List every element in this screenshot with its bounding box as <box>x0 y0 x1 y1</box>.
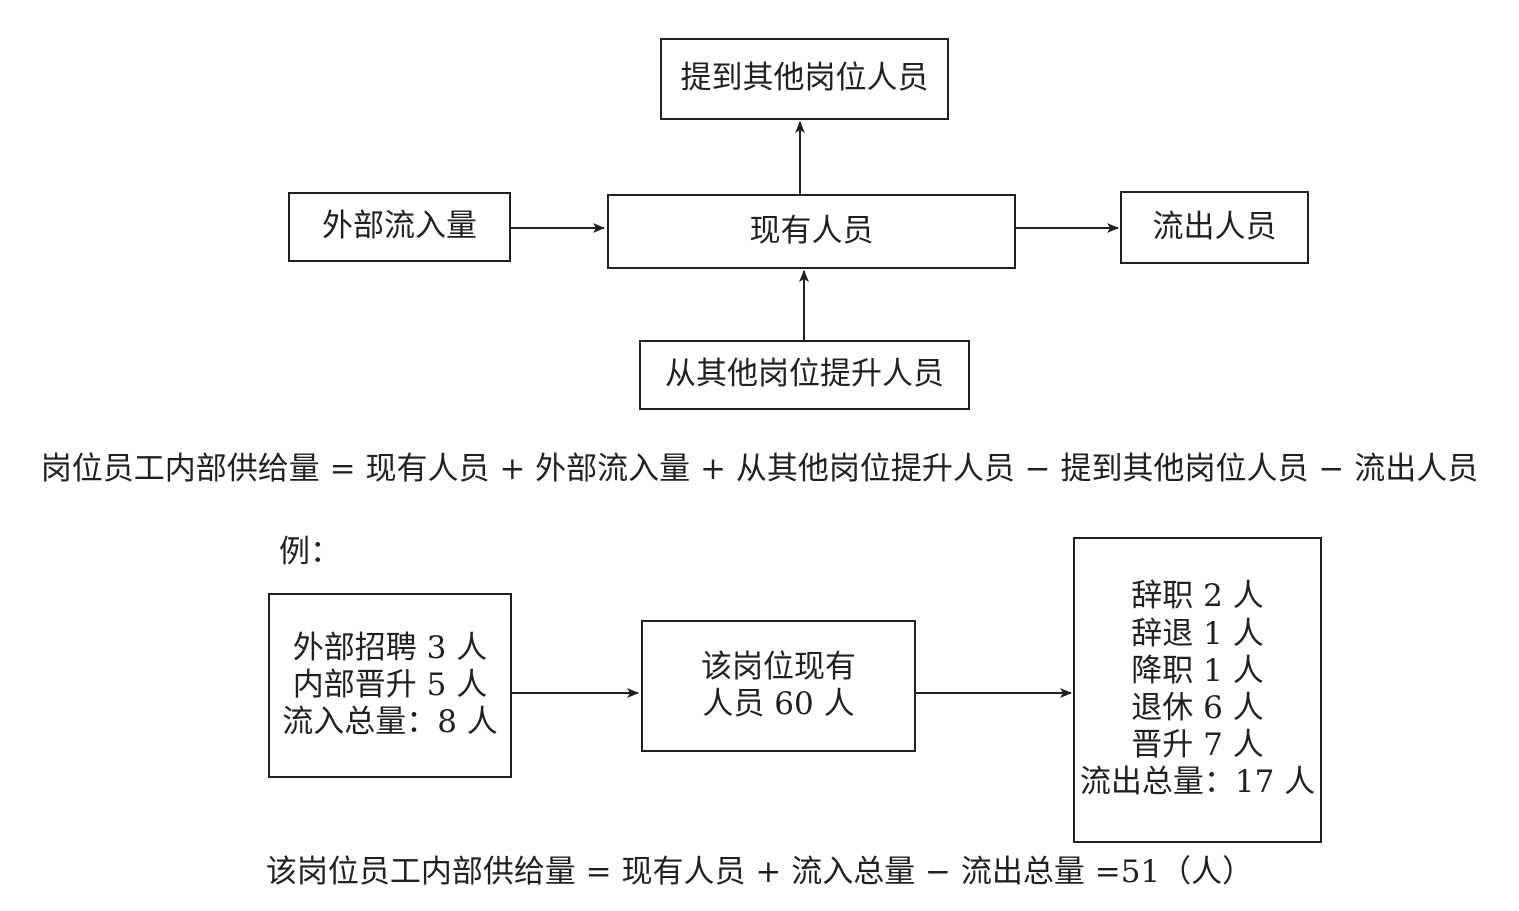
promoted-to-other-label: 提到其他岗位人员 <box>680 60 929 97</box>
outflow-label: 流出人员 <box>1152 208 1277 245</box>
example-inflow-box: 外部招聘 3 人 内部晋升 5 人 流入总量：8 人 <box>268 593 512 778</box>
external-inflow-box: 外部流入量 <box>288 192 511 262</box>
inflow-line: 内部晋升 5 人 <box>292 666 488 703</box>
inflow-total-line: 流入总量：8 人 <box>282 704 498 741</box>
outflow-line: 辞职 2 人 <box>1131 578 1264 615</box>
current-staff-box: 现有人员 <box>607 194 1016 269</box>
promoted-from-other-box: 从其他岗位提升人员 <box>639 340 970 410</box>
outflow-line: 降职 1 人 <box>1131 652 1264 689</box>
example-label: 例： <box>279 534 341 570</box>
outflow-line: 退休 6 人 <box>1131 690 1264 726</box>
outflow-line: 辞退 1 人 <box>1131 615 1264 652</box>
example-outflow-box: 辞职 2 人 辞退 1 人 降职 1 人 退休 6 人 晋升 7 人 流出总量：… <box>1073 537 1322 843</box>
outflow-box: 流出人员 <box>1120 191 1309 264</box>
current-staff-label: 现有人员 <box>749 212 874 249</box>
promoted-to-other-box: 提到其他岗位人员 <box>660 38 949 120</box>
example-current-box: 该岗位现有 人员 60 人 <box>641 620 916 752</box>
outflow-line: 晋升 7 人 <box>1131 727 1264 764</box>
inflow-line: 外部招聘 3 人 <box>292 629 488 666</box>
supply-formula: 岗位员工内部供给量 = 现有人员 + 外部流入量 + 从其他岗位提升人员 − 提… <box>40 451 1479 487</box>
external-inflow-label: 外部流入量 <box>322 208 477 245</box>
outflow-total-line: 流出总量：17 人 <box>1079 764 1316 801</box>
current-line: 该岗位现有 <box>701 648 856 685</box>
promoted-from-other-label: 从其他岗位提升人员 <box>665 356 944 393</box>
example-result-formula: 该岗位员工内部供给量 = 现有人员 + 流入总量 − 流出总量 =51（人） <box>265 854 1254 890</box>
current-line: 人员 60 人 <box>702 686 855 722</box>
